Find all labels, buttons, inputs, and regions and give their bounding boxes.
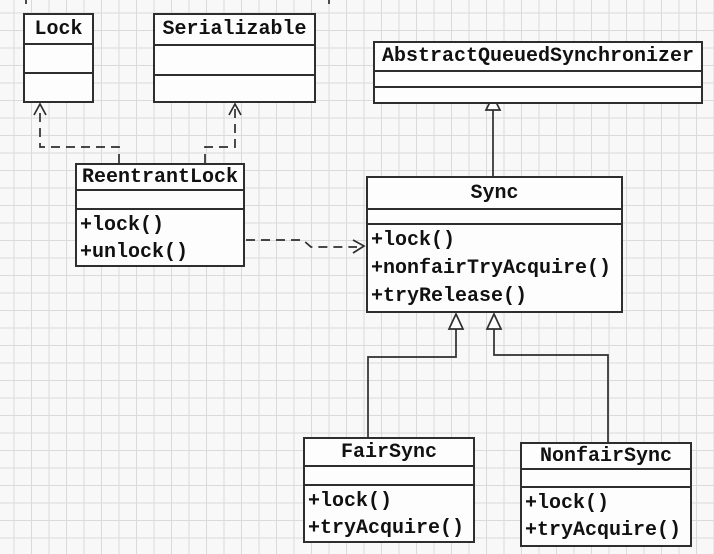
method-item: +tryAcquire(): [308, 517, 465, 540]
dependency-reentrantlock-sync[interactable]: [246, 239, 357, 248]
method-item: +tryRelease(): [371, 285, 528, 308]
class-title: FairSync: [340, 440, 437, 464]
class-title: Serializable: [162, 18, 307, 41]
attributes-compartment: [305, 465, 473, 484]
realization-reentrantlock-lock[interactable]: [39, 107, 120, 163]
methods-compartment: [25, 72, 92, 101]
hollow-triangle-icon: [447, 311, 465, 330]
class-box-serializable[interactable]: Serializable: [153, 13, 316, 103]
class-title: Sync: [470, 181, 519, 205]
method-item: +lock(): [308, 490, 393, 513]
open-arrowhead-icon: [33, 102, 47, 116]
attributes-compartment: [368, 208, 621, 223]
method-item: +nonfairTryAcquire(): [371, 257, 612, 280]
class-box-lock[interactable]: Lock: [23, 13, 94, 103]
methods-compartment: [155, 74, 314, 101]
method-item: +lock(): [371, 229, 456, 252]
class-box-fairsync[interactable]: FairSync +lock() +tryAcquire(): [303, 437, 475, 543]
method-item: +unlock(): [80, 241, 189, 264]
attributes-compartment: [25, 43, 92, 72]
methods-compartment: +lock() +nonfairTryAcquire() +tryRelease…: [368, 223, 621, 311]
class-title: ReentrantLock: [81, 165, 239, 189]
class-box-reentrantlock[interactable]: ReentrantLock +lock() +unlock(): [75, 163, 245, 267]
class-title: Lock: [34, 17, 83, 41]
class-box-abstractqueuedsynchronizer[interactable]: AbstractQueuedSynchronizer: [373, 41, 703, 104]
methods-compartment: +lock() +tryAcquire(): [305, 484, 473, 541]
attributes-compartment: [77, 189, 243, 208]
attributes-compartment: [522, 468, 690, 486]
class-box-nonfairsync[interactable]: NonfairSync +lock() +tryAcquire(): [520, 442, 692, 547]
attributes-compartment: [375, 70, 701, 86]
generalization-fairsync-sync[interactable]: [367, 329, 457, 437]
method-item: +tryAcquire(): [525, 519, 682, 542]
hollow-triangle-icon: [485, 311, 503, 330]
methods-compartment: +lock() +tryAcquire(): [522, 486, 690, 545]
generalization-nonfairsync-sync[interactable]: [493, 329, 609, 442]
method-item: +lock(): [525, 492, 610, 515]
class-box-sync[interactable]: Sync +lock() +nonfairTryAcquire() +tryRe…: [366, 176, 623, 313]
class-title: NonfairSync: [539, 444, 673, 468]
class-title: AbstractQueuedSynchronizer: [381, 45, 695, 68]
open-arrowhead-icon: [352, 239, 366, 254]
methods-compartment: [375, 86, 701, 102]
methods-compartment: +lock() +unlock(): [77, 208, 243, 265]
realization-reentrantlock-serializable[interactable]: [204, 107, 236, 163]
open-arrowhead-icon: [228, 102, 242, 116]
method-item: +lock(): [80, 214, 165, 237]
attributes-compartment: [155, 44, 314, 74]
